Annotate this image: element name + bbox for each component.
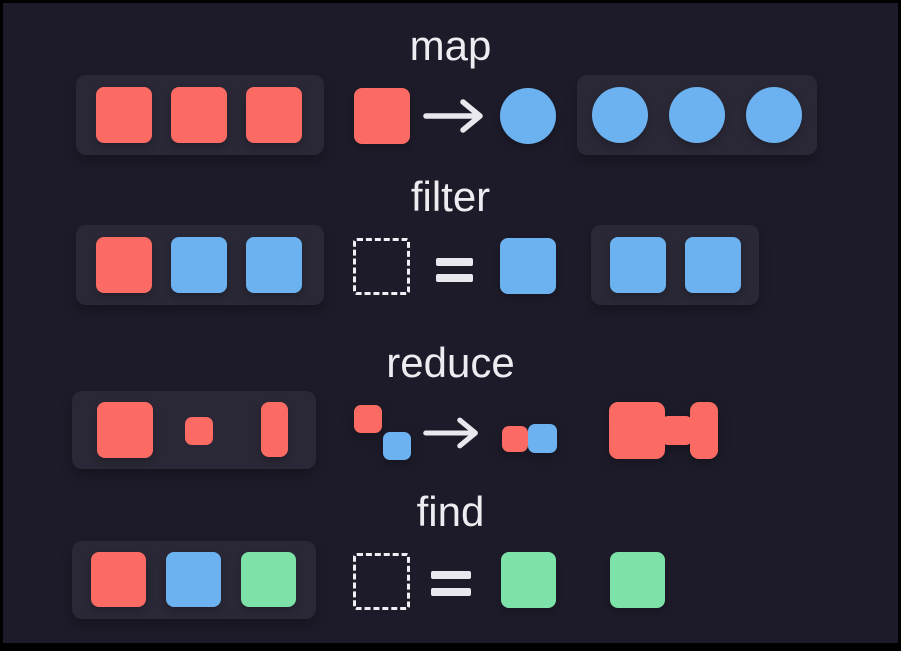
dumbbell-right-block (690, 402, 718, 459)
red-square (91, 552, 146, 607)
diagram-canvas: map filter (3, 3, 898, 643)
red-square (354, 88, 410, 144)
equals-bar (436, 258, 473, 266)
red-square (171, 87, 227, 143)
equals-icon (436, 258, 473, 282)
dumbbell-left-block (609, 402, 665, 459)
blue-circle (669, 87, 725, 143)
arrow-right-icon (423, 417, 478, 449)
dumbbell-connector (662, 416, 692, 445)
blue-square (500, 238, 556, 294)
red-blue-joined-pair (502, 424, 557, 453)
find-input-array-panel (72, 541, 316, 619)
red-square (246, 87, 302, 143)
equals-icon (431, 571, 471, 596)
row-label-map: map (409, 22, 492, 69)
row-label-find: find (416, 488, 485, 535)
blue-square (171, 237, 227, 293)
red-square-small (185, 417, 213, 445)
blue-circle (500, 88, 556, 144)
row-label-reduce: reduce (386, 339, 515, 386)
red-rectangle-tall (261, 402, 288, 457)
red-square-small (354, 405, 382, 433)
equals-bar (436, 274, 473, 282)
blue-square-small (528, 424, 557, 453)
arrow-right-icon (423, 99, 483, 133)
red-square (96, 237, 152, 293)
map-output-array-panel (577, 75, 817, 155)
dashed-placeholder-square (353, 553, 410, 610)
green-square (241, 552, 296, 607)
row-label-filter: filter (410, 173, 491, 220)
filter-input-array-panel (76, 225, 324, 305)
dashed-placeholder-square (353, 238, 410, 295)
blue-square (610, 237, 666, 293)
blue-circle (592, 87, 648, 143)
red-merged-dumbbell-shape (609, 402, 718, 459)
blue-circle (746, 87, 802, 143)
blue-square (685, 237, 741, 293)
blue-square (246, 237, 302, 293)
map-input-array-panel (76, 75, 324, 155)
blue-square (166, 552, 221, 607)
red-square-small (502, 426, 528, 452)
equals-bar (431, 571, 471, 579)
red-square (96, 87, 152, 143)
green-square (610, 552, 665, 608)
blue-square-small (383, 432, 411, 460)
red-square-large (97, 402, 153, 458)
reduce-input-array-panel (72, 391, 316, 469)
red-blue-diagonal-pair (354, 405, 411, 460)
green-square (501, 552, 556, 608)
filter-output-array-panel (591, 225, 759, 305)
equals-bar (431, 588, 471, 596)
